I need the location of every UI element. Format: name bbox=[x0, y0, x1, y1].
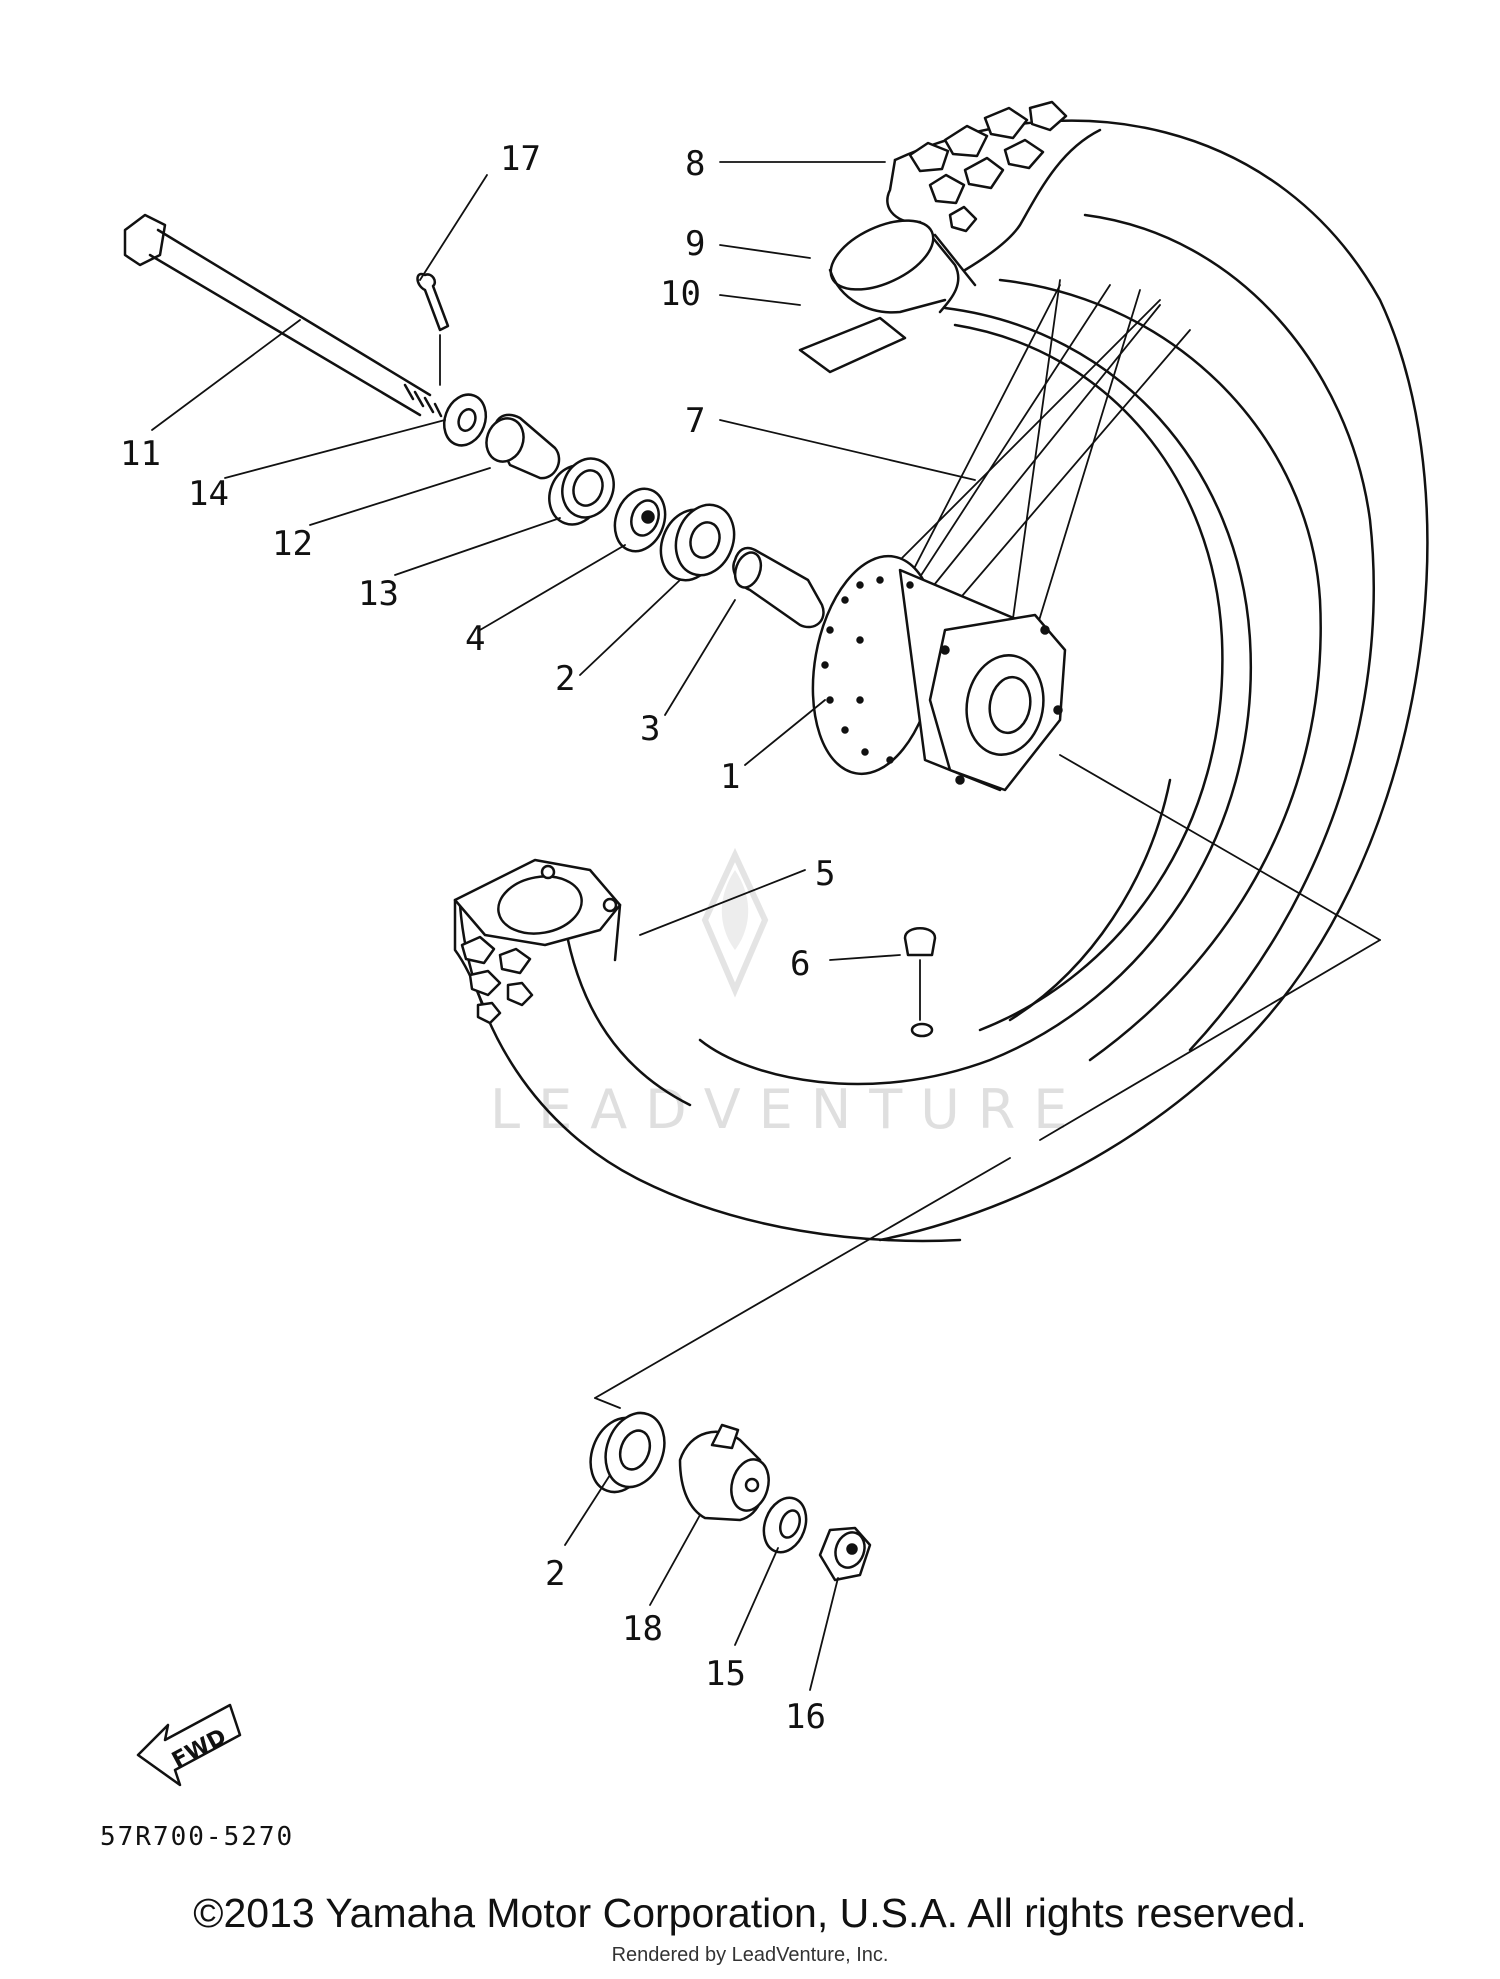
callout-1: 1 bbox=[720, 757, 740, 797]
oil-seal-13 bbox=[548, 457, 615, 526]
fwd-arrow: FWD bbox=[136, 1703, 242, 1787]
callout-4: 4 bbox=[465, 619, 485, 659]
callout-2-lower: 2 bbox=[545, 1554, 565, 1594]
rendered-by-notice: Rendered by LeadVenture, Inc. bbox=[611, 1944, 889, 1966]
axle bbox=[123, 213, 443, 418]
callout-11: 11 bbox=[120, 434, 161, 474]
callout-8: 8 bbox=[685, 144, 705, 184]
watermark-text: LEADVENTURE bbox=[490, 1078, 1085, 1141]
valve-6 bbox=[903, 927, 937, 1038]
tube bbox=[828, 219, 977, 314]
callout-18: 18 bbox=[622, 1609, 663, 1649]
callout-6: 6 bbox=[790, 944, 810, 984]
callouts: 1 2 2 3 4 5 6 7 8 9 10 11 12 13 14 15 16… bbox=[120, 139, 835, 1737]
washer-14 bbox=[442, 393, 488, 447]
leader-lines bbox=[151, 161, 976, 1691]
callout-15: 15 bbox=[705, 1654, 746, 1694]
callout-12: 12 bbox=[272, 524, 313, 564]
hub bbox=[811, 554, 1067, 792]
hub-spoke-holes bbox=[821, 576, 914, 764]
callout-3: 3 bbox=[640, 709, 660, 749]
bearing-2-upper bbox=[659, 503, 736, 582]
rim bbox=[453, 306, 1253, 1243]
meter-gear-unit-18 bbox=[678, 1423, 770, 1522]
axle-nut-16 bbox=[818, 1526, 872, 1582]
watermark: LEADVENTURE bbox=[490, 847, 1085, 1141]
washer-15 bbox=[762, 1496, 808, 1554]
callout-14: 14 bbox=[188, 474, 229, 514]
circlip-4 bbox=[613, 487, 667, 553]
tire bbox=[878, 100, 1429, 1242]
collar-12 bbox=[485, 413, 561, 480]
callout-10: 10 bbox=[660, 274, 701, 314]
callout-17: 17 bbox=[500, 139, 541, 179]
callout-7: 7 bbox=[685, 401, 705, 441]
cotter-pin bbox=[416, 272, 450, 386]
callout-2-upper: 2 bbox=[555, 659, 575, 699]
diagram-reference-number: 57R700-5270 bbox=[100, 1822, 294, 1852]
spacer-3 bbox=[732, 546, 825, 629]
callout-9: 9 bbox=[685, 224, 705, 264]
rim-band bbox=[798, 316, 907, 374]
copyright-notice: ©2013 Yamaha Motor Corporation, U.S.A. A… bbox=[193, 1890, 1307, 1936]
callout-16: 16 bbox=[785, 1697, 826, 1737]
bearing-2-lower bbox=[589, 1411, 666, 1494]
callout-5: 5 bbox=[815, 854, 835, 894]
lower-tread bbox=[460, 935, 534, 1025]
assembly-axis bbox=[594, 754, 1381, 1409]
callout-13: 13 bbox=[358, 574, 399, 614]
tire-tread bbox=[908, 100, 1068, 233]
